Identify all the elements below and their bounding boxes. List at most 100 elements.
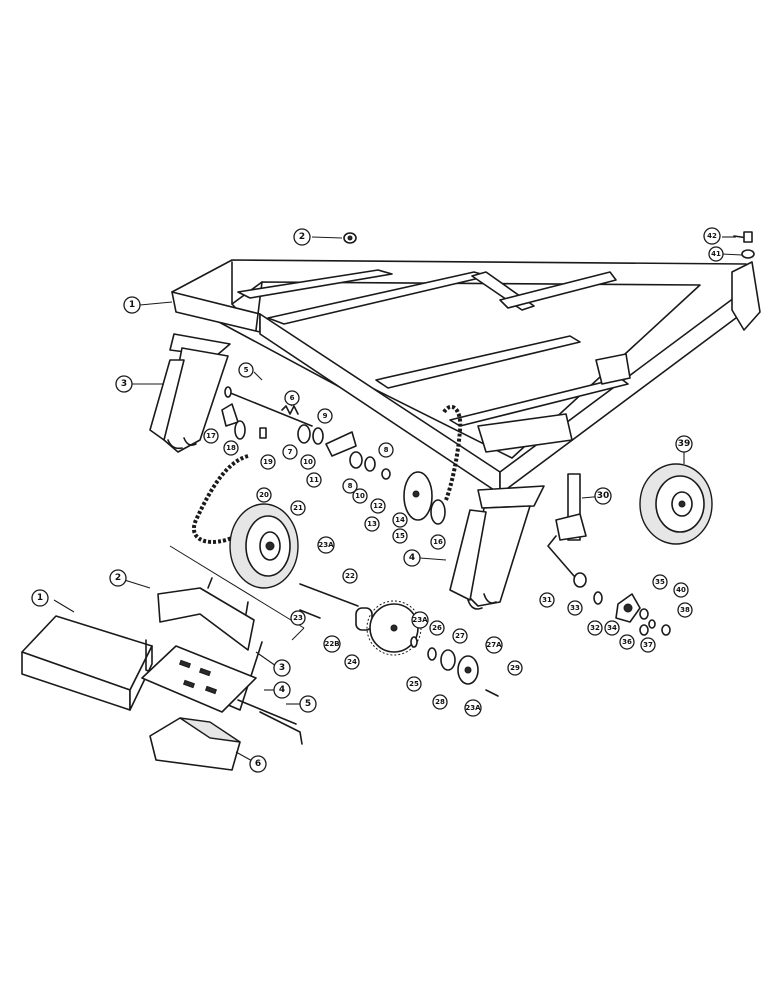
callout-label: 26 [432,624,442,632]
callout-label: 27 [455,632,465,640]
callout-frame-9: 9 [317,408,333,424]
callout-label: 5 [244,366,249,374]
callout-frame-12: 12 [370,498,386,514]
callout-frame-40: 40 [673,582,689,598]
callout-frame-10: 10 [300,454,316,470]
callout-label: 34 [607,624,617,632]
callout-frame-13: 13 [364,516,380,532]
callout-frame-41: 41 [708,246,724,262]
callout-seat-2: 2 [109,569,127,587]
callout-label: 23 [293,614,303,622]
callout-frame-15: 15 [392,528,408,544]
callout-frame-31: 31 [539,592,555,608]
callout-frame-14: 14 [392,512,408,528]
shaft-assembly [221,386,446,525]
callout-label: 23A [318,541,334,549]
callout-label: 42 [707,232,717,240]
callout-frame-11: 11 [306,472,322,488]
right-wheel [639,463,713,545]
callout-label: 14 [395,516,405,524]
callout-frame-34: 34 [604,620,620,636]
top-washer [343,232,357,244]
main-frame [171,259,761,495]
callout-label: 18 [226,444,236,452]
callout-label: 39 [678,439,691,449]
callout-label: 6 [255,759,261,769]
callout-label: 4 [409,553,415,563]
callout-seat-3: 3 [273,659,291,677]
callout-label: 22B [324,640,339,648]
callout-label: 1 [37,593,43,603]
callout-label: 21 [293,504,303,512]
callout-frame-33: 33 [567,600,583,616]
callout-label: 23A [465,704,481,712]
callout-frame-2: 2 [293,228,311,246]
callout-frame-26: 26 [429,620,445,636]
callout-label: 10 [355,492,365,500]
left-shank [149,333,231,453]
hitch-bolt [733,231,755,259]
callout-label: 1 [129,300,135,310]
callout-frame-32: 32 [587,620,603,636]
callout-label: 8 [384,446,389,454]
callout-frame-42: 42 [703,227,721,245]
callout-label: 13 [367,520,377,528]
callout-frame-3: 3 [115,375,133,393]
frame-chain [442,404,463,501]
callout-label: 41 [711,250,721,258]
callout-label: 15 [395,532,405,540]
wheel-spindle [547,473,587,588]
right-hub-parts [593,591,671,636]
callout-label: 19 [263,458,273,466]
callout-frame-37: 37 [640,637,656,653]
callout-frame-6: 6 [284,390,300,406]
callout-label: 11 [309,476,319,484]
callout-label: 23A [412,616,428,624]
callout-frame-21: 21 [290,500,306,516]
callout-label: 32 [590,624,600,632]
callout-seat-4: 4 [273,681,291,699]
callout-frame-24: 24 [344,654,360,670]
callout-label: 22 [345,572,355,580]
callout-label: 38 [680,606,690,614]
callout-frame-27a-top: 27A [485,636,503,654]
seat-group [21,545,305,771]
callout-label: 5 [305,699,311,709]
callout-frame-22b: 22B [323,635,341,653]
callout-label: 27A [486,641,502,649]
callout-frame-39: 39 [675,435,693,453]
callout-label: 24 [347,658,357,666]
right-shank [449,485,545,610]
drive-chain [192,454,266,544]
callout-label: 31 [542,596,552,604]
callout-label: 40 [676,586,686,594]
callout-frame-8-top: 8 [378,442,394,458]
callout-label: 28 [435,698,445,706]
callout-frame-23a-bottom: 23A [464,699,482,717]
callout-frame-28: 28 [432,694,448,710]
callout-label: 20 [259,491,269,499]
callout-frame-38: 38 [677,602,693,618]
callout-frame-19: 19 [260,454,276,470]
callout-frame-30: 30 [594,487,612,505]
callout-label: 3 [279,663,285,673]
callout-label: 9 [323,412,328,420]
callout-frame-23: 23 [290,610,306,626]
callout-frame-36: 36 [619,634,635,650]
callout-label: 25 [409,680,419,688]
callout-frame-29: 29 [507,660,523,676]
callout-label: 30 [597,491,610,501]
callout-frame-20: 20 [256,487,272,503]
callout-frame-1: 1 [123,296,141,314]
callout-frame-16: 16 [430,534,446,550]
callout-frame-23a-top: 23A [317,536,335,554]
callout-label: 2 [299,232,305,242]
callout-label: 12 [373,502,383,510]
callout-seat-1: 1 [31,589,49,607]
callout-frame-7: 7 [282,444,298,460]
callout-frame-5: 5 [238,362,254,378]
callout-frame-35: 35 [652,574,668,590]
callout-label: 33 [570,604,580,612]
callout-label: 35 [655,578,665,586]
